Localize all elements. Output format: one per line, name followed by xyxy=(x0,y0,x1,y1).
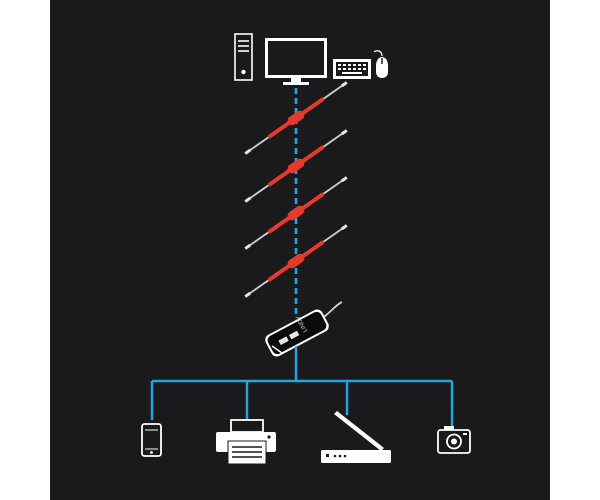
repeater-cable-icon xyxy=(244,176,348,250)
usb-extension-diagram: LINDY xyxy=(141,33,471,465)
usb-hub-icon: LINDY xyxy=(265,301,343,357)
device-distribution-lines xyxy=(150,346,454,427)
diagram-canvas: LINDY xyxy=(50,0,550,500)
scanner-icon xyxy=(321,411,391,463)
monitor-icon xyxy=(265,38,327,85)
keyboard-icon xyxy=(333,59,371,79)
printer-icon xyxy=(216,419,276,465)
mouse-icon xyxy=(373,50,388,78)
repeater-cable-icon xyxy=(244,129,348,203)
smartphone-icon xyxy=(141,423,162,457)
tower-icon xyxy=(234,33,253,81)
camera-icon xyxy=(437,426,471,454)
repeater-cable-icon xyxy=(244,224,348,298)
repeater-cable-icon xyxy=(244,81,348,155)
repeater-cables xyxy=(244,81,348,298)
computer-group xyxy=(234,33,388,85)
